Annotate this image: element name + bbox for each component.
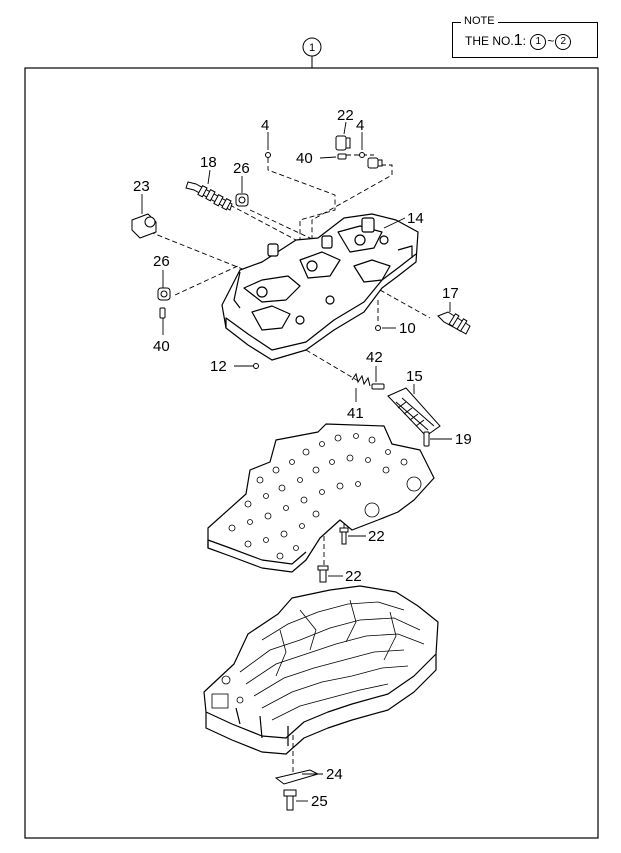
pin-19 [423,431,430,447]
rod-42 [371,383,385,390]
assembly-callout-number: 1 [309,42,315,54]
part-label: 17 [442,285,459,302]
separator-plate-holes [228,433,422,560]
solenoid-17 [437,311,471,335]
part-label: 19 [455,431,472,448]
note-number: 1 [513,32,523,49]
part-label: 26 [233,160,250,177]
part-label: 42 [366,349,383,366]
part-label: 12 [210,358,227,375]
sleeve-23 [131,213,157,239]
assembly-callout-circle [302,37,322,57]
bolt-22-lower [317,565,329,583]
part-label: 26 [153,253,170,270]
valve-18 [185,181,233,211]
part-label: 15 [406,368,423,385]
note-text: THE NO.1: 1~2 [465,33,572,50]
spring-41 [351,372,371,387]
fitting-near-4 [367,157,383,169]
small-parts [131,135,471,811]
ball-12 [253,363,259,369]
bolt-25 [283,789,297,811]
note-prefix: THE NO. [465,34,514,48]
ball-4-right [359,152,365,158]
part-label: 22 [337,107,354,124]
part-label: 23 [133,178,150,195]
part-label: 10 [399,320,416,337]
part-label: 40 [153,338,170,355]
solenoid-valve-15 [387,387,441,437]
separator-plate [207,423,435,573]
part-label: 18 [200,154,217,171]
part-number-labels: 4 22 4 40 18 26 23 14 26 17 10 40 12 42 … [133,107,472,810]
part-label: 4 [261,117,269,134]
ball-10 [375,325,381,331]
part-label: 41 [347,405,364,422]
bracket-24 [274,769,320,785]
note-box: NOTE THE NO.1: 1~2 [452,14,598,58]
part-label: 24 [326,766,343,783]
note-tilde: ~ [547,34,555,48]
lower-valve-body-channels [211,599,425,721]
upper-valve-body [221,213,419,361]
part-label: 25 [311,793,328,810]
part-label: 22 [368,528,385,545]
note-range-start-circle: 1 [530,33,547,50]
note-title: NOTE [461,14,498,28]
part-label: 14 [407,210,424,227]
note-range-end-circle: 2 [555,33,572,50]
pin-40-left [159,307,166,319]
ball-4-left [265,152,271,158]
part-label: 40 [296,150,313,167]
bolt-22-mid [339,527,349,545]
note-colon: : [522,34,526,48]
pin-40-top [337,153,347,160]
lower-valve-body [203,585,439,755]
leader-lines [141,121,452,802]
part-label: 4 [356,117,364,134]
plug-22-top [335,135,351,151]
part-label: 22 [345,568,362,585]
sleeve-26-left [157,287,171,301]
sleeve-26-top [235,193,249,207]
